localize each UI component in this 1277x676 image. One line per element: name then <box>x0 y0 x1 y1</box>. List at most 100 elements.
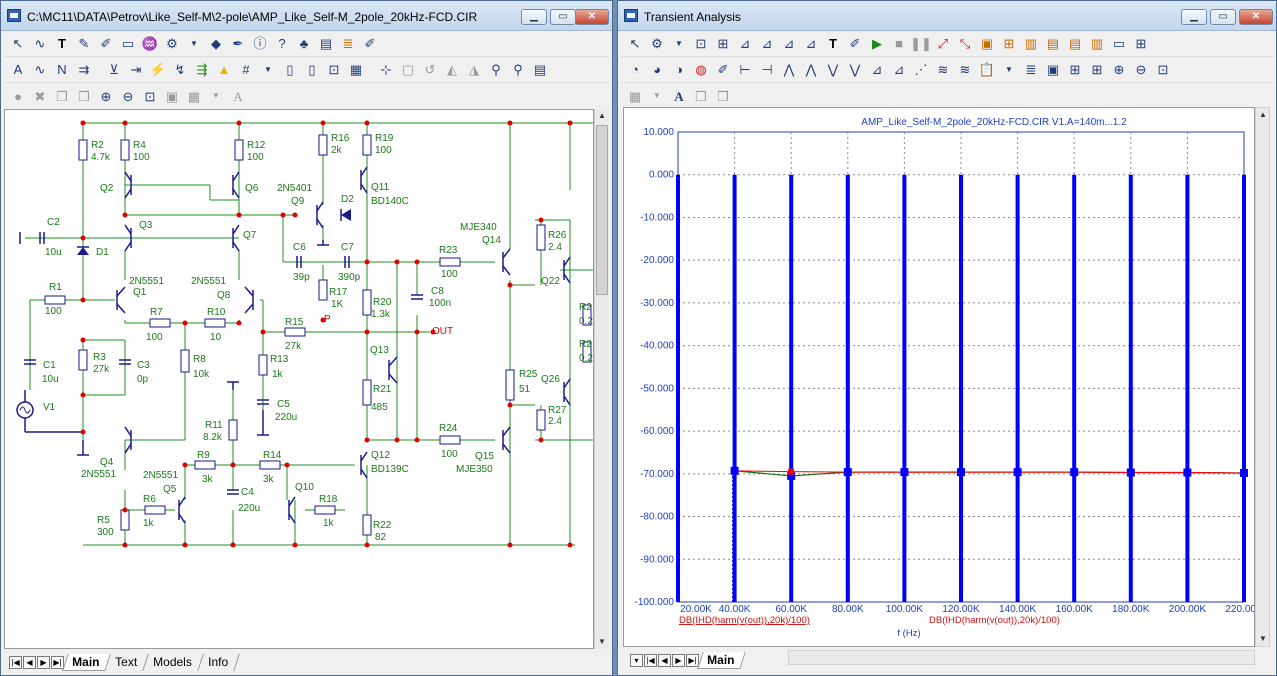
grid-toggle-icon[interactable]: ⊞ <box>1003 36 1015 51</box>
fit-icon[interactable]: ⊞ <box>1069 62 1081 77</box>
cursor-mode-6-icon[interactable]: ⋁ <box>849 62 861 77</box>
conditions-icon[interactable]: ↯ <box>174 62 186 77</box>
cursor-mode-1-icon[interactable]: ⊢ <box>739 62 751 77</box>
flip-icon[interactable]: ◮ <box>469 62 479 77</box>
blank-icon[interactable]: ▢ <box>401 62 415 77</box>
plot-tab-main[interactable]: Main <box>697 651 747 669</box>
scrollbar-thumb[interactable] <box>596 125 608 295</box>
last-tab-icon[interactable]: ▶| <box>51 655 64 669</box>
plot-titlebar[interactable]: Transient Analysis ▁ ▭ ✕ <box>618 1 1276 31</box>
select-mode-icon[interactable]: ↖ <box>12 36 24 51</box>
cursor-mode-11-icon[interactable]: ≋ <box>959 62 971 77</box>
component-icon[interactable]: ⚙ <box>166 36 178 51</box>
pause-icon[interactable]: ❚❚ <box>910 36 932 51</box>
plot-copy-icon[interactable]: ❐ <box>695 88 707 104</box>
numeric-output-icon[interactable]: ≣ <box>1025 62 1037 77</box>
mirror-icon[interactable]: ◭ <box>447 62 457 77</box>
plot-scroll-up-icon[interactable]: ▲ <box>1259 110 1267 119</box>
pin-icon[interactable]: ⊹ <box>380 62 392 77</box>
title-block-icon[interactable]: ▦ <box>349 62 363 77</box>
plot-settings-icon[interactable]: ✐ <box>717 62 729 77</box>
graph-icon[interactable]: ⊞ <box>717 36 729 51</box>
plot-scroll-down-icon[interactable]: ▼ <box>1259 634 1267 643</box>
plot-canvas[interactable]: AMP_Like_Self-M_2pole_20kHz-FCD.CIR V1.A… <box>623 107 1255 647</box>
page-down-icon[interactable]: ▯ <box>308 62 316 77</box>
page-icon[interactable]: ▯ <box>286 62 294 77</box>
help-book-icon[interactable]: ? <box>278 36 286 51</box>
paste-icon[interactable]: ❐ <box>78 88 90 104</box>
node-snap-icon[interactable]: ⇶ <box>196 62 208 77</box>
layout-2-icon[interactable]: ▤ <box>1046 36 1060 51</box>
plot-component-icon[interactable]: ⚙ <box>651 36 663 51</box>
camera-icon[interactable]: ▣ <box>165 88 179 104</box>
point-tag-icon[interactable]: ⊿ <box>761 36 773 51</box>
run-icon[interactable]: ▶ <box>872 36 882 51</box>
tab-models[interactable]: Models <box>144 653 204 671</box>
plot-dropdown-icon[interactable]: ▼ <box>675 38 683 48</box>
currents-icon[interactable]: ⇥ <box>130 62 142 77</box>
schematic-titlebar[interactable]: C:\MC11\DATA\Petrov\Like_Self-M\2-pole\A… <box>1 1 612 31</box>
cursor-mode-5-icon[interactable]: ⋁ <box>827 62 839 77</box>
high-icon[interactable]: ◑ <box>675 62 683 77</box>
plot-minimize-button[interactable]: ▁ <box>1181 9 1207 25</box>
zoom-in-icon[interactable]: ⊕ <box>100 88 112 104</box>
flag-icon[interactable]: ◆ <box>211 36 221 51</box>
cursor-alt-icon[interactable]: ⤡ <box>959 36 971 51</box>
model-icon[interactable]: ♣ <box>299 36 309 51</box>
grid-icon[interactable]: # <box>242 62 250 77</box>
power-icon[interactable]: ⚡ <box>149 62 167 77</box>
grid-dropdown-icon[interactable]: ▼ <box>264 64 272 74</box>
next-tab-icon[interactable]: ▶ <box>37 655 50 669</box>
node-numbers-icon[interactable]: N <box>57 62 67 77</box>
data-points-icon[interactable]: ▣ <box>1046 62 1060 77</box>
layout-3-icon[interactable]: ▤ <box>1068 36 1082 51</box>
layout-1-icon[interactable]: ▥ <box>1024 36 1038 51</box>
plot-text-icon[interactable]: T <box>829 36 837 51</box>
attribute-text-icon[interactable]: A <box>13 62 23 77</box>
tag-icon[interactable]: ⊿ <box>739 36 751 51</box>
grid-text-icon[interactable]: ∿ <box>34 62 46 77</box>
plot-paste-icon[interactable]: ❐ <box>717 88 729 104</box>
frame-icon[interactable]: ▣ <box>980 36 994 51</box>
layout-dropdown-icon[interactable]: ▼ <box>212 91 220 100</box>
tab-info[interactable]: Info <box>199 653 240 671</box>
plot-prev-tab-icon[interactable]: ◀ <box>658 653 671 667</box>
text-mode-icon[interactable]: T <box>58 36 66 51</box>
find-all-icon[interactable]: ⚲ <box>513 62 523 77</box>
scroll-down-icon[interactable]: ▼ <box>598 637 606 646</box>
valley-icon[interactable]: ◕ <box>653 62 661 77</box>
properties-icon[interactable]: ▤ <box>319 36 333 51</box>
plot-zoom-in-icon[interactable]: ⊕ <box>1113 62 1125 77</box>
first-tab-icon[interactable]: |◀ <box>9 655 22 669</box>
cursor-mode-3-icon[interactable]: ⋀ <box>783 62 795 77</box>
close-button[interactable]: ✕ <box>575 9 609 25</box>
attribute-icon[interactable]: ✐ <box>364 36 376 51</box>
bus-icon[interactable]: ▭ <box>121 36 135 51</box>
plot-vertical-scrollbar[interactable]: ▲ ▼ <box>1255 107 1270 647</box>
list-icon[interactable]: ≣ <box>342 36 354 51</box>
plot-select-icon[interactable]: ↖ <box>629 36 641 51</box>
font-icon[interactable]: A <box>233 88 243 104</box>
zoom-fit-icon[interactable]: ⊡ <box>144 88 156 104</box>
scroll-up-icon[interactable]: ▲ <box>598 111 606 120</box>
performance-tag-icon[interactable]: ⊿ <box>805 36 817 51</box>
pin-connections-icon[interactable]: ⇉ <box>78 62 90 77</box>
tab-text[interactable]: Text <box>106 653 150 671</box>
minor-grid-icon[interactable]: ▭ <box>1112 36 1126 51</box>
cursor-mode-8-icon[interactable]: ⊿ <box>893 62 905 77</box>
info-panel-icon[interactable]: ⓘ <box>253 36 267 51</box>
layout-4-icon[interactable]: ▥ <box>1090 36 1104 51</box>
plot-horizontal-scrollbar[interactable] <box>788 650 1255 665</box>
clipboard-icon[interactable]: 📋 <box>978 62 996 77</box>
cursor-mode-10-icon[interactable]: ≋ <box>937 62 949 77</box>
plot-layout-dropdown-icon[interactable]: ▼ <box>653 91 661 100</box>
layout-icon[interactable]: ▦ <box>187 88 201 104</box>
plot-zoom-fit-icon[interactable]: ⊡ <box>1157 62 1169 77</box>
plot-layout-icon[interactable]: ▦ <box>628 88 642 104</box>
clipboard-dropdown-icon[interactable]: ▼ <box>1005 64 1013 74</box>
plot-font-icon[interactable]: A <box>674 88 684 104</box>
scale-icon[interactable]: ⊡ <box>695 36 707 51</box>
low-icon[interactable]: ◍ <box>695 62 707 77</box>
peak-icon[interactable]: ◔ <box>631 62 639 77</box>
cursor-mode-9-icon[interactable]: ⋰ <box>914 62 928 77</box>
